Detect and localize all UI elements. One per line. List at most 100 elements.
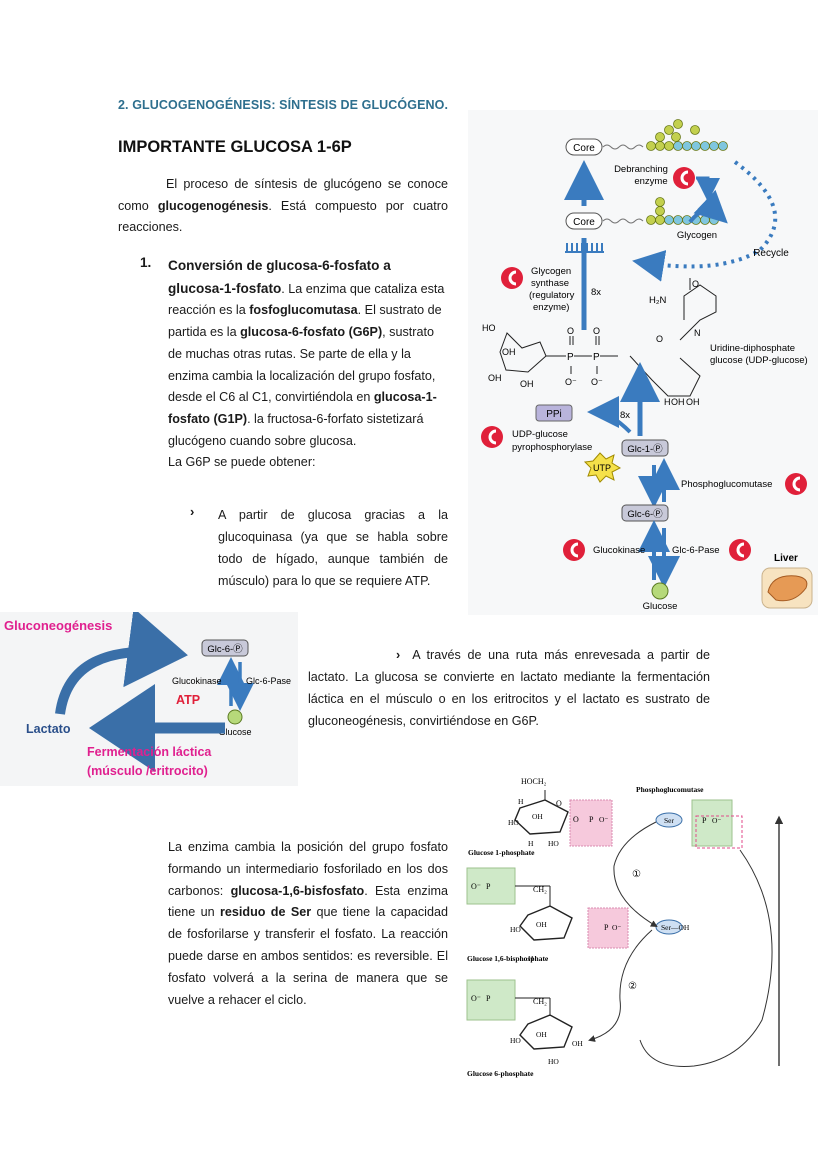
enzyme-mechanism-paragraph: La enzima cambia la posición del grupo f…: [168, 840, 449, 1007]
g16bp-ominus-1: O⁻: [471, 882, 481, 891]
pgm-label: Phosphoglucomutase: [681, 479, 772, 490]
fig1-ominus-2: O⁻: [591, 377, 603, 387]
fig2-glucose-label: Glucose: [218, 727, 251, 737]
intro-paragraph: El proceso de síntesis de glucógeno se c…: [118, 177, 448, 234]
debranching-label-1: Debranching: [614, 164, 668, 175]
gs-label-1: Glycogen: [531, 266, 571, 277]
fig1-o-4: O: [692, 279, 699, 289]
fig1-o-1: O: [567, 326, 574, 336]
g1p-ring-o: O: [556, 799, 562, 808]
gluconeogenesis-arrow: [55, 612, 188, 715]
fig1-h2n: H₂N: [649, 295, 667, 306]
glucose-label: Glucose: [643, 601, 678, 612]
fig1-o-3: O: [656, 334, 663, 344]
ser-p: P: [702, 816, 707, 825]
g16bp-p-2: P: [604, 923, 609, 932]
g1p-p: P: [589, 815, 594, 824]
glycogen-pathway-figure: Core Core Debranching enzyme Glycogen Re…: [468, 110, 818, 615]
g16bp-ho: HO: [510, 925, 521, 934]
fig2-g6pase-label: Glc-6-Pase: [246, 676, 291, 686]
g16bp-label: Glucose 1,6-bisphosphate: [467, 954, 549, 963]
fig1-oh-1: OH: [502, 347, 516, 357]
glc6p-label: Glc-6-Ⓟ: [627, 509, 663, 520]
fermentation-label-2: (músculo /eritrocito): [87, 764, 208, 778]
bullet-glucokinase: › A partir de glucosa gracias a la gluco…: [190, 504, 448, 592]
ser-label-top: Ser: [664, 816, 675, 825]
g6p-oh-2: OH: [572, 1039, 583, 1048]
g1p-oh: OH: [532, 812, 543, 821]
g16bp-oh: OH: [536, 920, 547, 929]
g16bp-ch2: CH₂: [533, 885, 547, 894]
gs-8x: 8x: [591, 287, 601, 298]
glc1p-box: [621, 439, 669, 457]
fig3-pgm-label: Phosphoglucomutase: [636, 785, 704, 794]
step-1-text: Conversión de glucosa-6-fosfato a glucos…: [168, 258, 445, 470]
bullet-lactate: ›A través de una ruta más enrevesada a p…: [308, 644, 710, 732]
glycogen-label: Glycogen: [677, 230, 717, 241]
ser-ominus: O⁻: [712, 816, 721, 825]
ser-phospho-ellipse: [655, 812, 683, 828]
glycogen-chain-bottom: [602, 218, 644, 224]
g6pase-icon: [729, 539, 751, 561]
step-1-number: 1.: [140, 255, 152, 270]
fig1-ominus-1: O⁻: [565, 377, 577, 387]
g1p-ominus: O⁻: [599, 815, 608, 824]
fig2-glucokinase-label: Glucokinase: [172, 676, 222, 686]
g6p-ho: HO: [510, 1036, 521, 1045]
g1p-hoch2: HOCH₂: [521, 777, 547, 786]
g1p-ho-2: HO: [548, 839, 559, 848]
udpg-label-2: glucose (UDP-glucose): [710, 355, 808, 366]
g6p-oh: OH: [536, 1030, 547, 1039]
gluconeogenesis-label: Gluconeogénesis: [4, 618, 112, 633]
glycogen-residues-top: [646, 119, 728, 151]
glucose-6-phosphate-structure: O⁻ P CH₂ OH HO OH HO Glucose 6-phosphate: [466, 979, 583, 1078]
phosphoglucomutase-mechanism-figure: HOCH₂ O H OH HO H HO O P O⁻ Glucose 1-ph…: [466, 777, 784, 1078]
g6p-ominus: O⁻: [471, 994, 481, 1003]
glycogen-chain-top: [602, 144, 644, 150]
main-title: IMPORTANTE GLUCOSA 1-6P: [118, 138, 352, 156]
glucokinase-label: Glucokinase: [593, 545, 645, 556]
g1p-o-link: O: [573, 815, 579, 824]
gs-label-2: synthase: [531, 278, 569, 289]
pgm-enzyme-icon: [785, 473, 807, 495]
gs-label-4: enzyme): [533, 302, 569, 313]
udpg-label-1: Uridine-diphosphate: [710, 343, 795, 354]
bullet-glyph: ›: [396, 648, 401, 662]
fig1-p-2: P: [593, 352, 600, 363]
udp-pyrophosphorylase-icon: [481, 426, 503, 448]
fig1-h-oh: H: [664, 397, 671, 407]
section-title: 2. GLUCOGENOGÉNESIS: SÍNTESIS DE GLUCÓGE…: [118, 98, 449, 112]
core-box-top: [565, 138, 603, 156]
fig2-glucose-circle: [227, 709, 243, 725]
debranching-enzyme-icon: [673, 167, 695, 189]
bullet-2-text: A través de una ruta más enrevesada a pa…: [308, 648, 710, 728]
ppi-label: PPi: [546, 409, 562, 420]
g6p-ho-2: HO: [548, 1057, 559, 1066]
ppi-box: [535, 404, 573, 422]
g1p-h-1: H: [518, 797, 524, 806]
glucose-circle: [651, 582, 669, 600]
fig2-glc6p-box: [201, 639, 249, 657]
utp-burst: [583, 452, 622, 483]
udpp-label-2: pyrophosphorylase: [512, 442, 592, 453]
g6p-p: P: [486, 994, 491, 1003]
fig1-o-2: O: [593, 326, 600, 336]
udpp-8x: 8x: [620, 410, 630, 421]
g16bp-p-1: P: [486, 882, 491, 891]
ser-oh-label: Ser—OH: [661, 923, 690, 932]
core-label-top: Core: [573, 143, 595, 154]
debranching-label-2: enzyme: [634, 176, 667, 187]
bullet-1-text: A partir de glucosa gracias a la glucoqu…: [218, 508, 448, 588]
gs-label-3: (regulatory: [529, 290, 575, 301]
glycogen-synthase-icon: [501, 267, 523, 289]
fermentation-label-1: Fermentación láctica: [87, 745, 212, 759]
bullet-glyph: ›: [190, 504, 195, 519]
glucose-addition-arrows: [565, 243, 604, 253]
lactato-label: Lactato: [26, 722, 71, 736]
liver-label: Liver: [774, 553, 798, 564]
glucose-1-phosphate-structure: HOCH₂ O H OH HO H HO O P O⁻ Glucose 1-ph…: [468, 777, 613, 857]
utp-label: UTP: [593, 463, 611, 473]
glc1p-label: Glc-1-Ⓟ: [627, 444, 663, 455]
core-label-bottom: Core: [573, 217, 595, 228]
g16bp-h: H: [528, 954, 534, 963]
